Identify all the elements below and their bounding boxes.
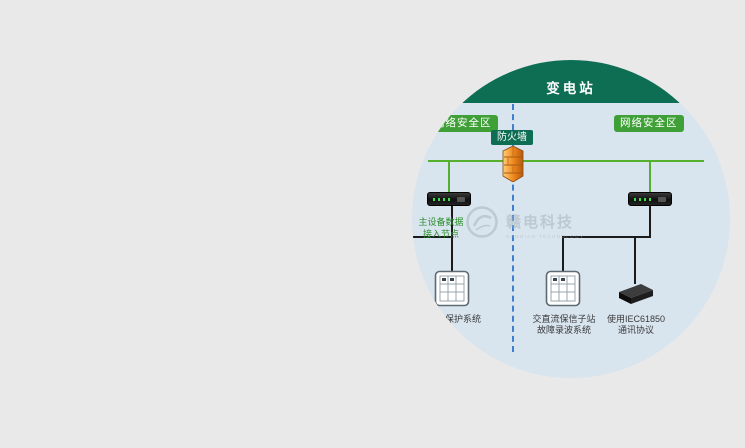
access-node-line2: 接入节点 — [422, 228, 459, 239]
diagram-title: 变电站 — [546, 81, 596, 96]
watermark: 赣电科技 GANDIAN TECHNOLOGY — [464, 204, 584, 245]
cable-recorder-drop — [634, 236, 636, 284]
diagram-header-band: 变电站 — [412, 60, 730, 103]
watermark-name: 赣电科技 — [506, 213, 575, 231]
cable-left-bus — [412, 236, 453, 238]
device-mid-caption-line2: 故障录波系统 — [536, 325, 591, 335]
access-node-line1: 主设备数据 — [418, 217, 464, 227]
network-drop-left — [448, 160, 450, 193]
relay-device-left-icon — [434, 270, 470, 312]
relay-device-middle-icon — [545, 270, 581, 312]
cable-right-vertical — [649, 206, 651, 238]
network-bus-line — [428, 160, 704, 162]
cable-right-bus — [562, 236, 651, 238]
access-node-label: 主设备数据 接入节点 — [412, 217, 470, 240]
watermark-logo-icon — [464, 204, 500, 245]
device-mid-caption: 交直流保信子站 故障录波系统 — [516, 314, 612, 336]
firewall-icon — [502, 145, 524, 187]
switch-leds — [433, 198, 451, 201]
recorder-device-icon — [618, 282, 654, 311]
zone-label-left: 网络安全区 — [428, 115, 498, 132]
security-boundary-dashed-line — [512, 104, 514, 352]
switch-port — [457, 197, 465, 202]
watermark-subtext: GANDIAN TECHNOLOGY — [506, 233, 585, 239]
device-right-caption-line1: 使用IEC61850 — [606, 314, 666, 324]
network-drop-right — [649, 160, 651, 193]
substation-diagram-circle: 变电站 网络安全区 网络安全区 防火墙 — [412, 60, 730, 378]
device-right-caption-line2: 通讯协议 — [617, 325, 654, 335]
network-switch-left-icon — [427, 192, 471, 206]
device-right-caption: 使用IEC61850 通讯协议 — [605, 314, 667, 336]
cable-mid-drop — [562, 236, 564, 271]
switch-port — [658, 197, 666, 202]
device-mid-caption-line1: 交直流保信子站 — [532, 314, 596, 324]
switch-leds — [634, 198, 652, 201]
zone-label-right: 网络安全区 — [614, 115, 684, 132]
cable-left-vertical — [451, 206, 453, 271]
device-left-caption: 继电保护系统 — [426, 314, 481, 324]
watermark-text: 赣电科技 GANDIAN TECHNOLOGY — [506, 211, 584, 239]
network-switch-right-icon — [628, 192, 672, 206]
firewall-label: 防火墙 — [491, 130, 533, 145]
